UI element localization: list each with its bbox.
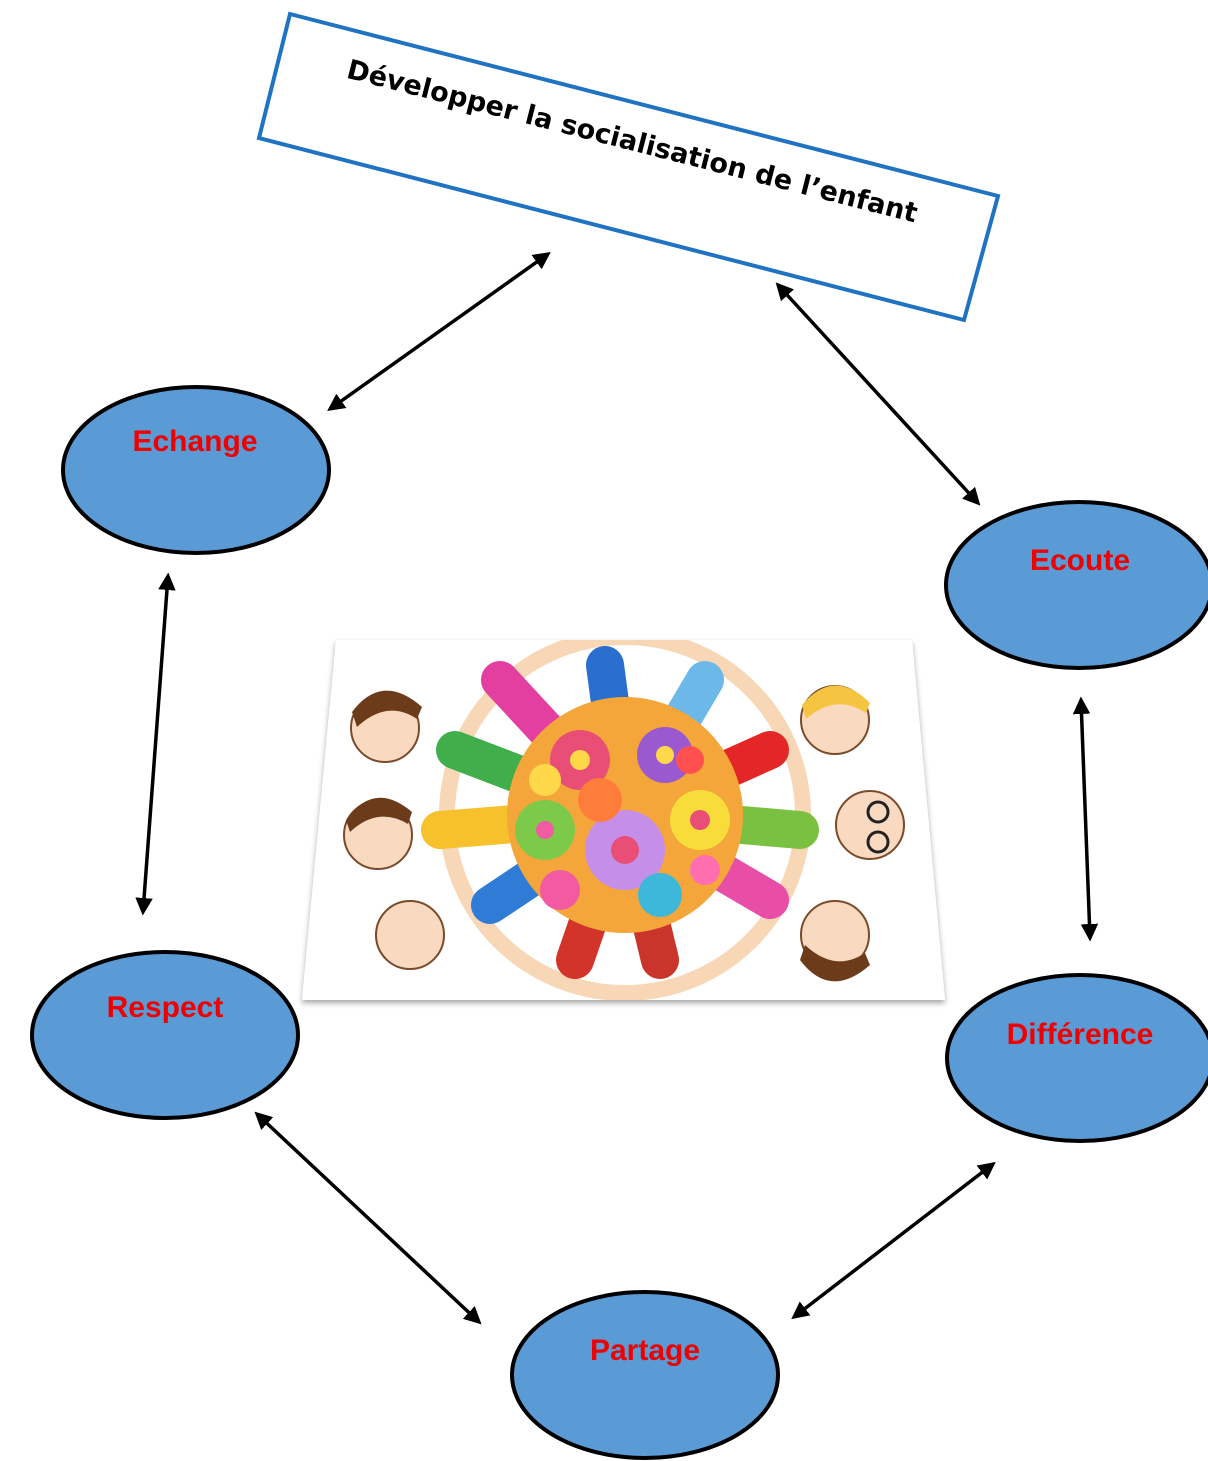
node-ecoute: Ecoute: [944, 500, 1208, 670]
node-partage-label: Partage: [590, 1334, 700, 1367]
arrow-title-ecoute: [775, 282, 981, 506]
node-difference-label: Différence: [1007, 1018, 1154, 1051]
node-ecoute-label: Ecoute: [1030, 544, 1130, 577]
node-difference: Différence: [945, 973, 1208, 1143]
title-box: Développer la socialisation de l’enfant: [256, 11, 1001, 323]
arrow-respect-partage: [254, 1111, 482, 1325]
node-echange: Echange: [61, 385, 331, 555]
connectors: [135, 251, 1099, 1325]
node-echange-label: Echange: [132, 425, 257, 458]
children-circle-illustration: [302, 640, 945, 1000]
node-respect-label: Respect: [107, 991, 224, 1024]
node-respect: Respect: [30, 950, 300, 1120]
arrow-ecoute-difference: [1072, 696, 1099, 942]
arrow-title-echange: [327, 251, 551, 412]
arrow-difference-partage: [791, 1161, 996, 1320]
node-partage: Partage: [510, 1290, 780, 1460]
arrow-echange-respect: [135, 572, 176, 916]
